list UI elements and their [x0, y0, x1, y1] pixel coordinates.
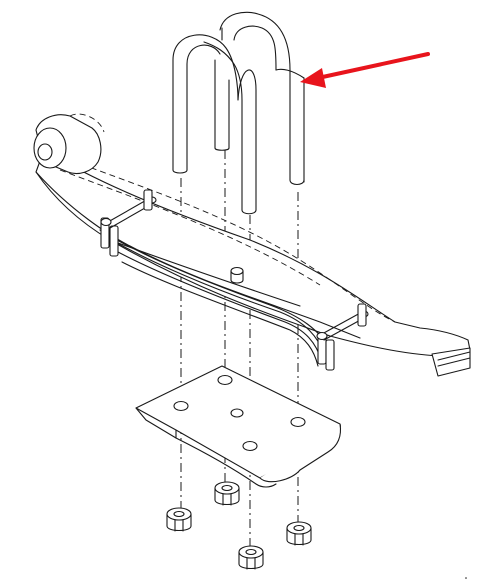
hex-nut — [238, 545, 264, 570]
spring-eye — [33, 113, 105, 175]
center-pin — [230, 266, 244, 284]
indicator-arrow — [300, 52, 430, 88]
axle-seat-plate — [135, 365, 342, 488]
corner-mark — [465, 577, 467, 579]
hex-nut — [166, 507, 192, 532]
shackle — [100, 189, 369, 371]
u-bolt — [172, 11, 305, 215]
hex-nut — [214, 481, 240, 506]
hex-nut — [286, 521, 312, 546]
leaf-spring — [35, 149, 471, 377]
